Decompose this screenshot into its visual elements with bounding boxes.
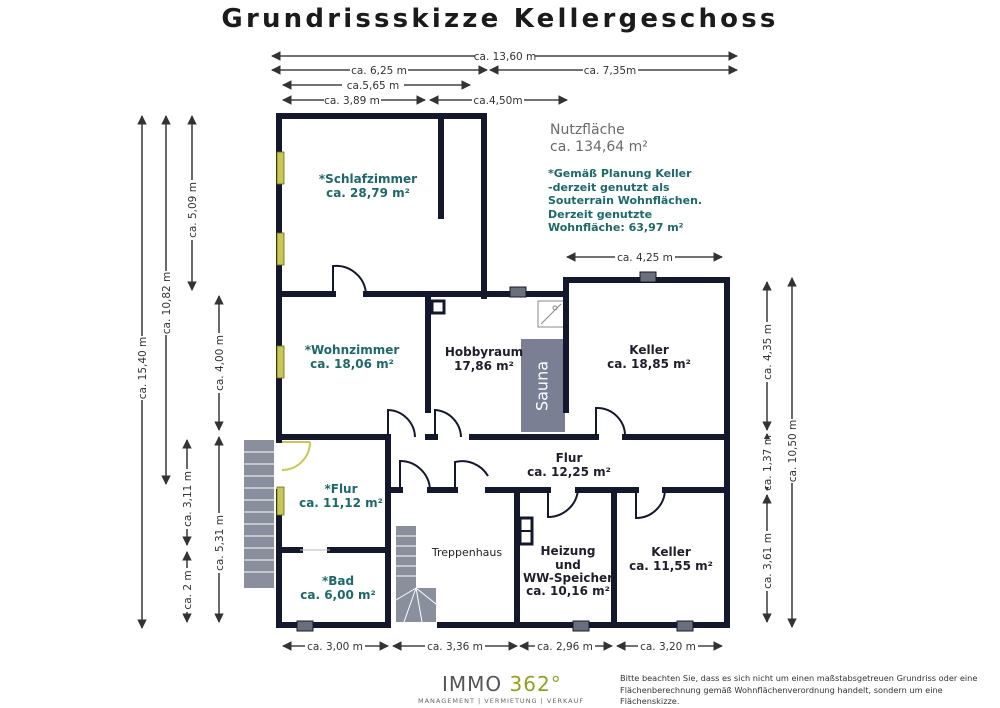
dim-left-total: ca. 15,40 m [137, 337, 149, 400]
room-name-hobbyraum: Hobbyraum [445, 345, 523, 359]
doors [281, 264, 666, 520]
dim-right-b: ca. 1,37 m [762, 435, 774, 491]
dim-right-total: ca. 10,50 m [787, 420, 799, 483]
room-area-keller-1: ca. 18,85 m² [607, 357, 691, 371]
usage-note-line: *Gemäß Planung Keller [548, 167, 692, 180]
room-name-treppenhaus: Treppenhaus [431, 546, 503, 559]
brand-logo: IMMO 362° [442, 672, 562, 696]
dim-top-right: ca. 7,35m [584, 65, 637, 77]
wall-fixtures [296, 271, 694, 632]
dim-bottom-a: ca. 3,00 m [307, 641, 363, 653]
dim-bottom-c: ca. 2,96 m [537, 641, 593, 653]
room-name-heizung: Heizung [541, 544, 596, 558]
dim-top-a: ca. 3,89 m [324, 95, 380, 107]
brand-number: 362° [509, 672, 562, 696]
room-name-schlafzimmer: *Schlafzimmer [319, 172, 417, 186]
room-area-flur-2: ca. 11,12 m² [299, 496, 383, 510]
dim-left-d: ca. 5,31 m [214, 515, 226, 571]
usable-area-label: Nutzfläche [550, 122, 625, 138]
usage-note-line: Souterrain Wohnflächen. [548, 194, 703, 207]
room-area-keller-2: ca. 11,55 m² [629, 559, 713, 573]
room-name-heizung-2: und [555, 558, 581, 572]
dim-left-c: ca. 3,11 m [182, 471, 194, 527]
room-name-heizung-3: WW-Speicher [523, 571, 613, 585]
dim-left-mid: ca. 10,82 m [161, 272, 173, 335]
brand-name: IMMO [442, 672, 503, 696]
chimney-icon [430, 299, 446, 315]
room-name-flur-2: *Flur [324, 482, 357, 496]
dim-right-c: ca. 3,61 m [762, 533, 774, 589]
usable-area-value: ca. 134,64 m² [550, 139, 648, 155]
usage-note-line: Wohnfläche: 63,97 m² [548, 221, 684, 234]
room-area-flur: ca. 12,25 m² [527, 465, 611, 479]
room-area-hobbyraum: 17,86 m² [454, 359, 514, 373]
dim-top-left: ca. 6,25 m [351, 65, 407, 77]
usable-area: Nutzfläche ca. 134,64 m² [550, 122, 750, 156]
inner-stairs [395, 526, 437, 623]
dimension-labels: ca. 13,60 m ca. 6,25 m ca. 7,35m ca.5,65… [135, 50, 799, 653]
usage-note-line: Derzeit genutzte [548, 207, 653, 221]
room-area-wohnzimmer: ca. 18,06 m² [310, 357, 394, 371]
disclaimer: Bitte beachten Sie, dass es sich nicht u… [620, 673, 978, 706]
usage-note-line: -derzeit genutzt als [548, 180, 670, 194]
dim-top-b: ca.4,50m [473, 95, 522, 107]
brand-tagline: MANAGEMENT | VERMIETUNG | VERKAUF [418, 697, 585, 705]
shower-icon [537, 300, 565, 328]
dim-bottom-d: ca. 3,20 m [640, 641, 696, 653]
sauna-label: Sauna [533, 361, 552, 411]
heater-icon [518, 516, 534, 546]
room-name-flur: Flur [556, 451, 583, 465]
room-labels: *Schlafzimmer ca. 28,79 m² *Wohnzimmer c… [299, 172, 713, 602]
room-name-wohnzimmer: *Wohnzimmer [305, 343, 400, 357]
dim-keller-width: ca. 4,25 m [617, 252, 673, 264]
dim-bottom-b: ca. 3,36 m [427, 641, 483, 653]
room-area-bad: ca. 6,00 m² [300, 588, 376, 602]
dim-right-a: ca. 4,35 m [762, 324, 774, 380]
sauna-cabin [521, 339, 565, 432]
room-name-bad: *Bad [322, 574, 354, 588]
windows [276, 151, 285, 516]
usage-note: *Gemäß Planung Keller -derzeit genutzt a… [548, 167, 738, 235]
page-title: Grundrissskizze Kellergeschoss [221, 4, 779, 34]
dim-left-e: ca. 2 m [182, 570, 194, 609]
room-name-keller-1: Keller [629, 343, 669, 357]
room-area-heizung: ca. 10,16 m² [526, 584, 610, 598]
room-area-schlafzimmer: ca. 28,79 m² [326, 186, 410, 200]
dim-top-mid: ca.5,65 m [347, 80, 400, 92]
room-name-keller-2: Keller [651, 545, 691, 559]
dim-left-b: ca. 4,00 m [214, 335, 226, 391]
dim-top-total: ca. 13,60 m [474, 51, 537, 63]
outside-stairs [244, 440, 274, 588]
dim-left-a: ca. 5,09 m [187, 182, 199, 238]
